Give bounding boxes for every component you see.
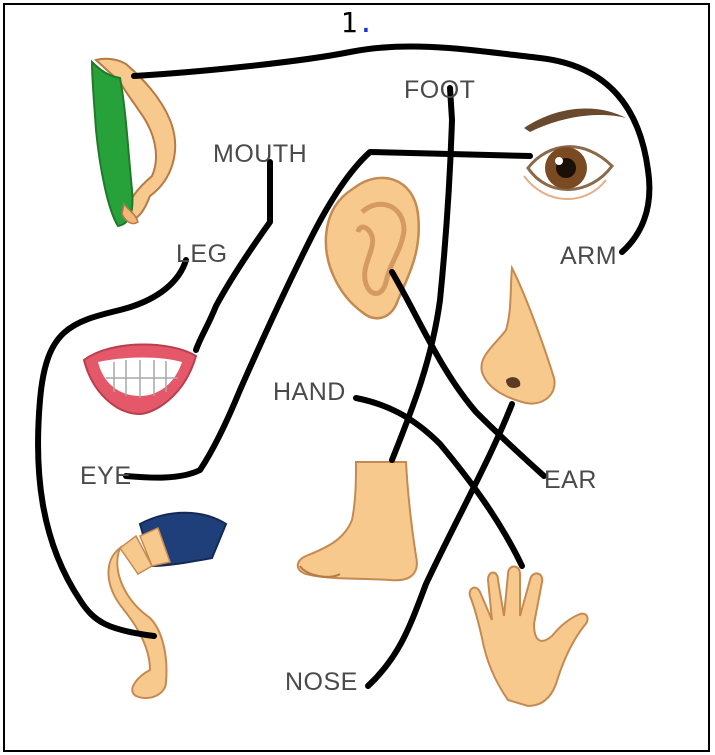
line-eye [126, 152, 530, 478]
word-hand[interactable]: HAND [273, 378, 346, 407]
word-nose[interactable]: NOSE [285, 668, 358, 697]
word-foot[interactable]: FOOT [404, 76, 475, 105]
word-mouth[interactable]: MOUTH [213, 140, 307, 169]
leg-picture[interactable] [108, 513, 226, 698]
word-arm[interactable]: ARM [560, 242, 617, 271]
eye-picture[interactable] [524, 109, 626, 200]
hand-picture[interactable] [470, 567, 588, 707]
word-eye[interactable]: EYE [80, 462, 132, 491]
word-leg[interactable]: LEG [176, 240, 228, 269]
word-ear[interactable]: EAR [544, 466, 597, 495]
nose-picture[interactable] [481, 268, 554, 404]
arm-picture[interactable] [92, 59, 175, 226]
mouth-picture[interactable] [84, 344, 196, 414]
foot-picture[interactable] [298, 462, 417, 580]
